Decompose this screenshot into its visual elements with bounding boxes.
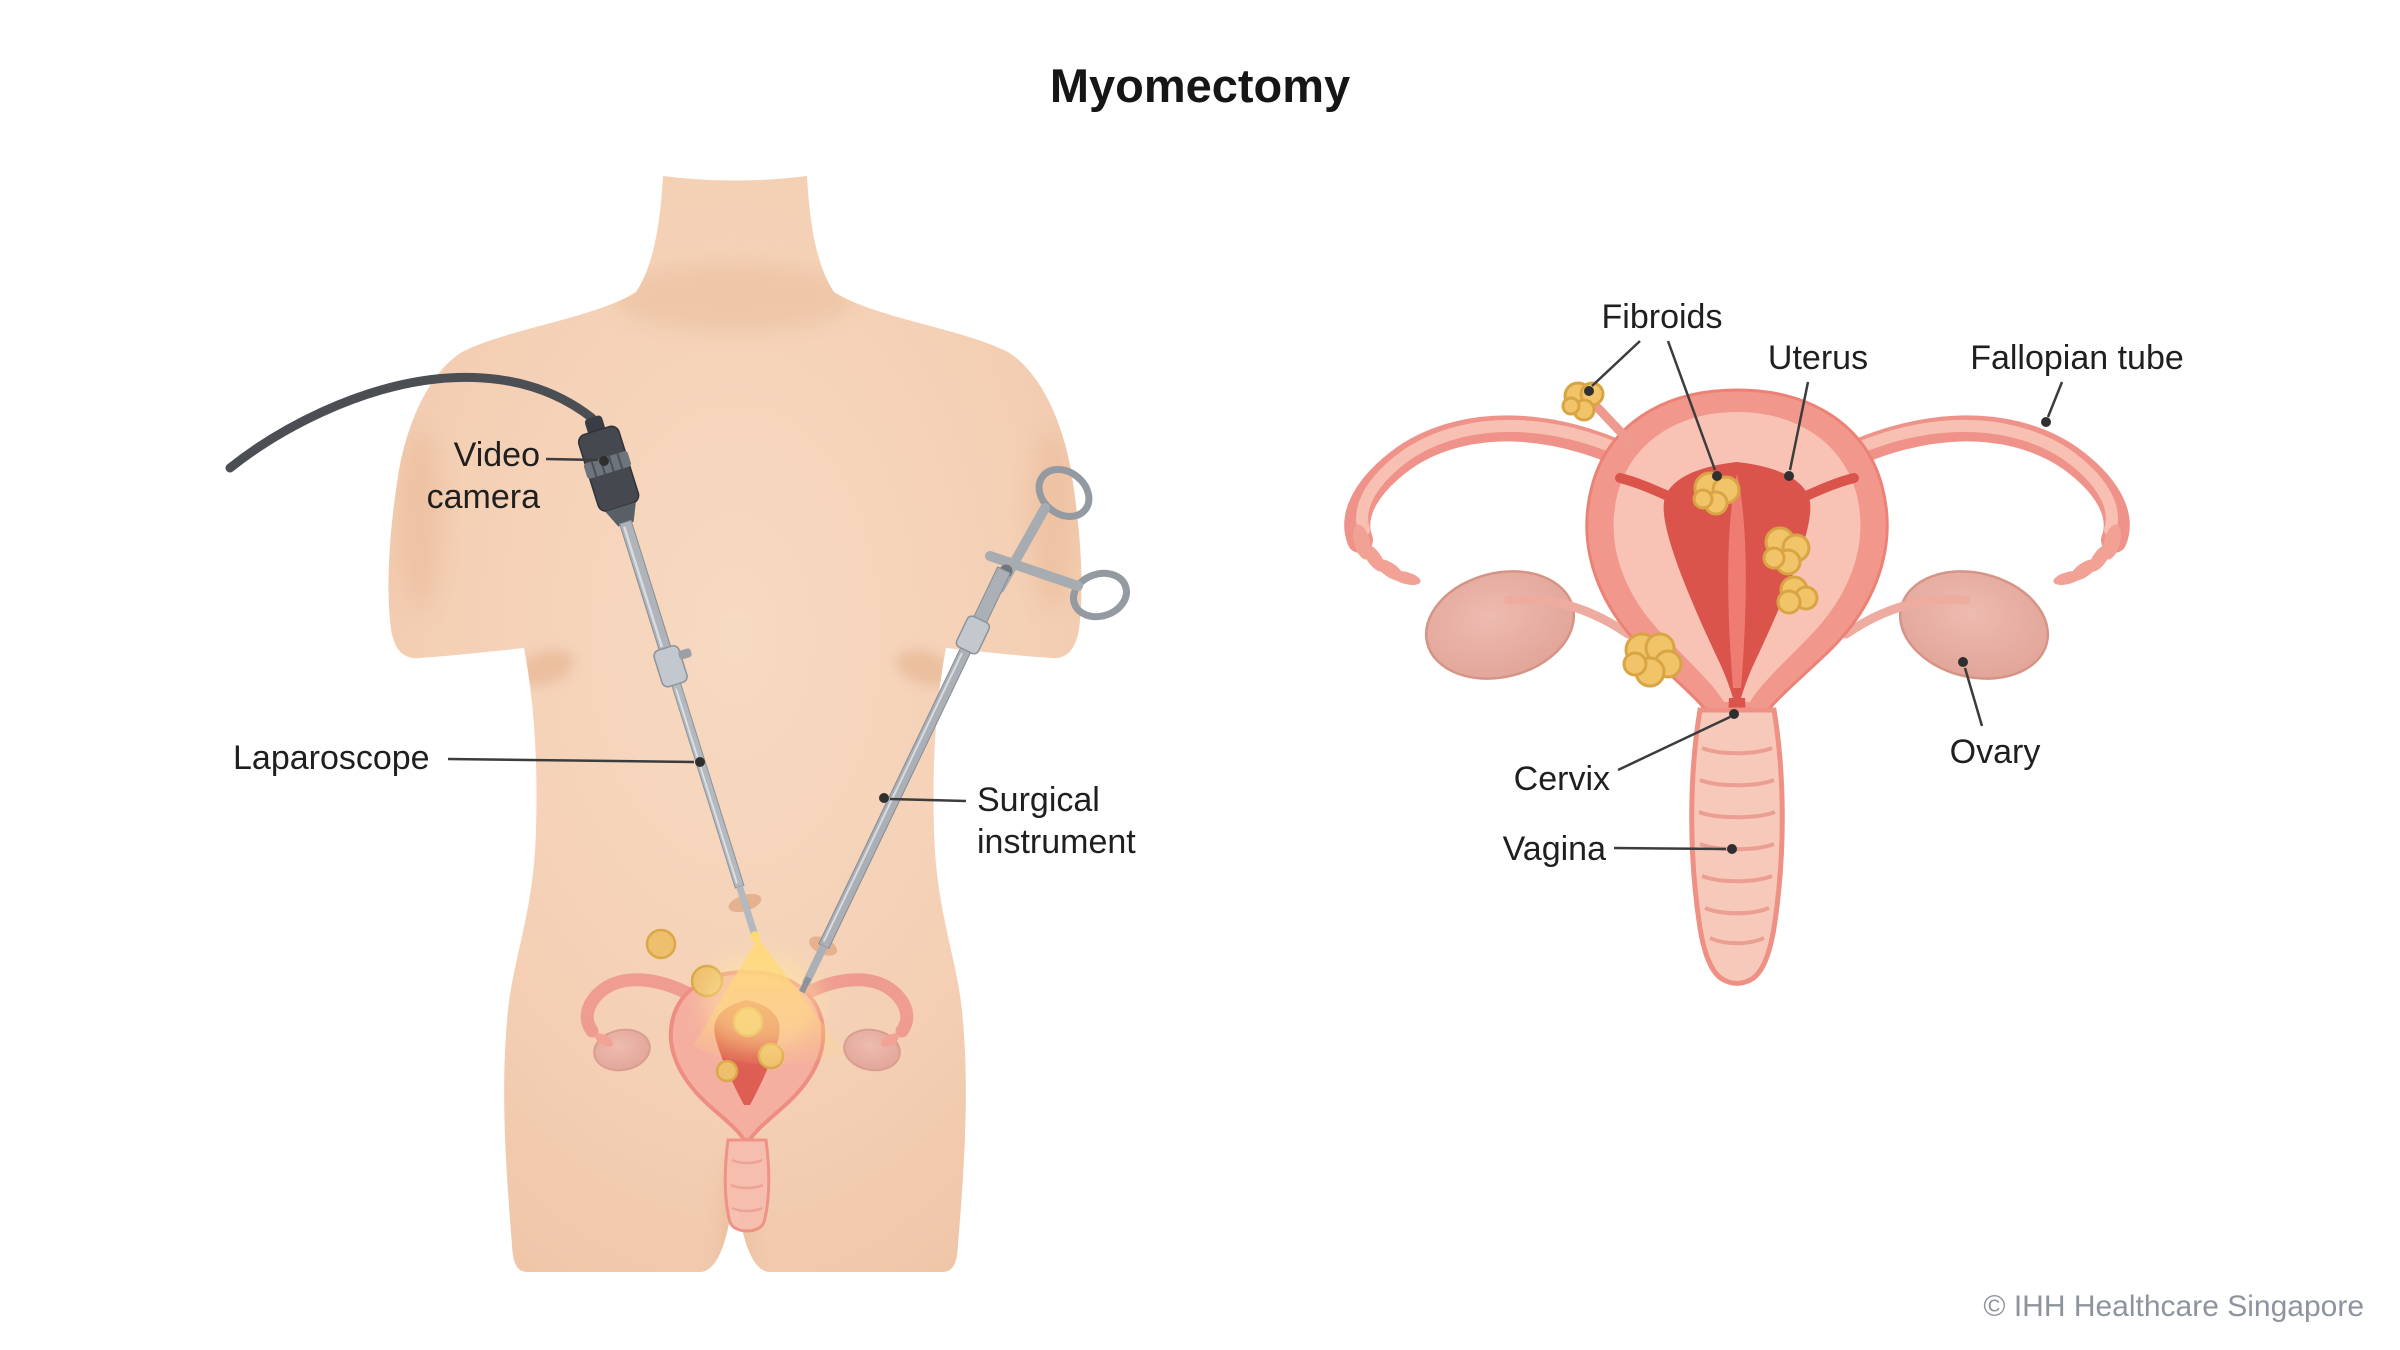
label-uterus: Uterus bbox=[1767, 339, 1869, 377]
leader-ovary bbox=[1963, 667, 1984, 727]
leader-lines bbox=[447, 340, 2064, 851]
leader-dots bbox=[599, 386, 2051, 854]
label-fibroids: Fibroids bbox=[1601, 298, 1723, 336]
leader-fibroid-a bbox=[1591, 340, 1641, 387]
label-laparoscope: Laparoscope bbox=[233, 739, 430, 777]
ovary-right bbox=[1898, 570, 2050, 680]
label-video-camera: Video camera bbox=[426, 436, 540, 517]
leader-cervix bbox=[1617, 715, 1731, 772]
fimbriae-left bbox=[1352, 524, 1421, 585]
leader-laparoscope bbox=[447, 757, 695, 764]
label-cervix: Cervix bbox=[1513, 760, 1610, 798]
laparoscope-cable bbox=[225, 372, 597, 473]
leader-vagina bbox=[1613, 846, 1727, 851]
ovary-left bbox=[1424, 570, 1576, 680]
diagram-title: Myomectomy bbox=[1049, 59, 1351, 112]
handle-ring-upper bbox=[1035, 466, 1093, 520]
laparoscope-illustration bbox=[577, 415, 761, 942]
label-fallopian-tube: Fallopian tube bbox=[1970, 339, 2184, 377]
mini-fallopian-tube-right bbox=[784, 973, 914, 1038]
laparoscope-tip bbox=[736, 885, 759, 938]
mini-fallopian-tube-left bbox=[580, 973, 710, 1038]
vagina-rugae bbox=[1698, 746, 1776, 946]
label-surgical-instrument: Surgical instrument bbox=[977, 781, 1136, 862]
fibroid-stalk bbox=[1593, 403, 1635, 447]
instrument-tip bbox=[802, 944, 828, 986]
fibroid-pedunculated bbox=[1561, 381, 1605, 422]
copyright-text: © IHH Healthcare Singapore bbox=[1983, 1290, 2364, 1323]
label-ovary: Ovary bbox=[1949, 733, 2041, 771]
vagina bbox=[1689, 707, 1785, 986]
fibroid-cluster-right bbox=[1762, 526, 1819, 615]
label-vagina: Vagina bbox=[1502, 830, 1606, 868]
leader-uterus bbox=[1788, 381, 1810, 471]
fimbriae-right bbox=[2053, 524, 2122, 585]
uterus-diagram bbox=[1344, 381, 2130, 986]
leader-fibroid-b bbox=[1666, 340, 1717, 471]
fibroid-cluster-left bbox=[1622, 632, 1683, 688]
leader-surgical-instrument bbox=[889, 797, 967, 803]
handle-ring-lower bbox=[1070, 569, 1130, 621]
leader-fallopian-tube bbox=[2046, 381, 2064, 418]
leader-video-camera bbox=[545, 457, 599, 462]
light-cone bbox=[693, 938, 844, 1065]
